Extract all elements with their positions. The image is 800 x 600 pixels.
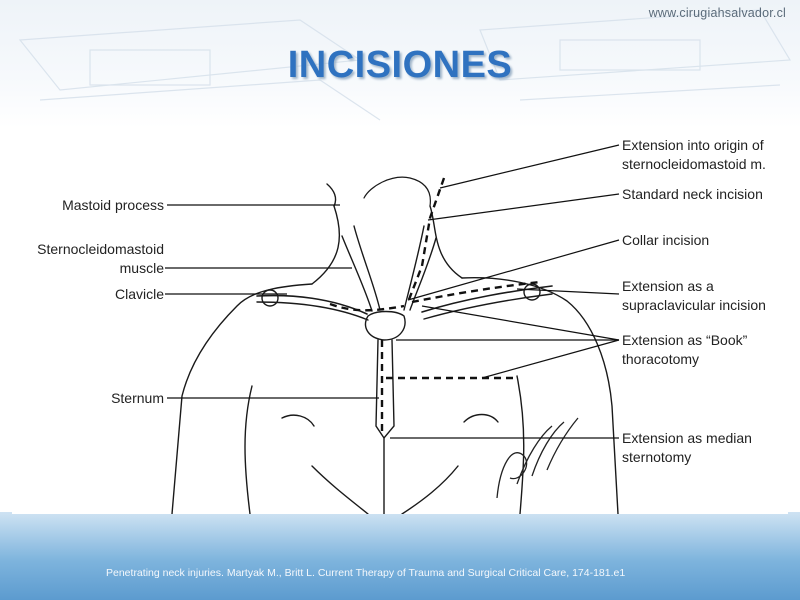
label-supraclavicular-line1: Extension as a — [622, 278, 714, 294]
label-book-thoracotomy-line2: thoracotomy — [622, 351, 700, 367]
label-supraclavicular-line2: supraclavicular incision — [622, 297, 766, 313]
leader-lines — [165, 144, 620, 439]
citation-text: Penetrating neck injuries. Martyak M., B… — [106, 567, 626, 579]
slide-title: INCISIONES — [287, 44, 513, 86]
label-median-sternotomy-line2: sternotomy — [622, 449, 692, 465]
torso-illustration — [171, 176, 619, 514]
header-background — [0, 0, 800, 128]
label-sternocleidomastoid-line1: Sternocleidomastoid — [37, 241, 164, 257]
label-sternum: Sternum — [111, 390, 164, 406]
incision-paths — [329, 177, 541, 431]
label-mastoid-process: Mastoid process — [62, 197, 164, 213]
artist-signature — [496, 417, 579, 499]
footer-band — [0, 512, 800, 600]
label-standard-neck-incision: Standard neck incision — [622, 186, 763, 202]
incision-diagram: Mastoid process Sternocleidomastoid musc… — [12, 126, 788, 514]
label-extension-origin-line1: Extension into origin of — [622, 137, 764, 153]
label-collar-incision: Collar incision — [622, 232, 710, 248]
label-sternocleidomastoid-line2: muscle — [119, 260, 164, 276]
label-book-thoracotomy-line1: Extension as “Book” — [622, 332, 748, 348]
label-median-sternotomy-line1: Extension as median — [622, 430, 752, 446]
label-extension-origin-line2: sternocleidomastoid m. — [622, 156, 766, 172]
label-clavicle: Clavicle — [114, 286, 164, 302]
website-url: www.cirugiahsalvador.cl — [648, 6, 786, 20]
header-watermark — [18, 9, 792, 121]
